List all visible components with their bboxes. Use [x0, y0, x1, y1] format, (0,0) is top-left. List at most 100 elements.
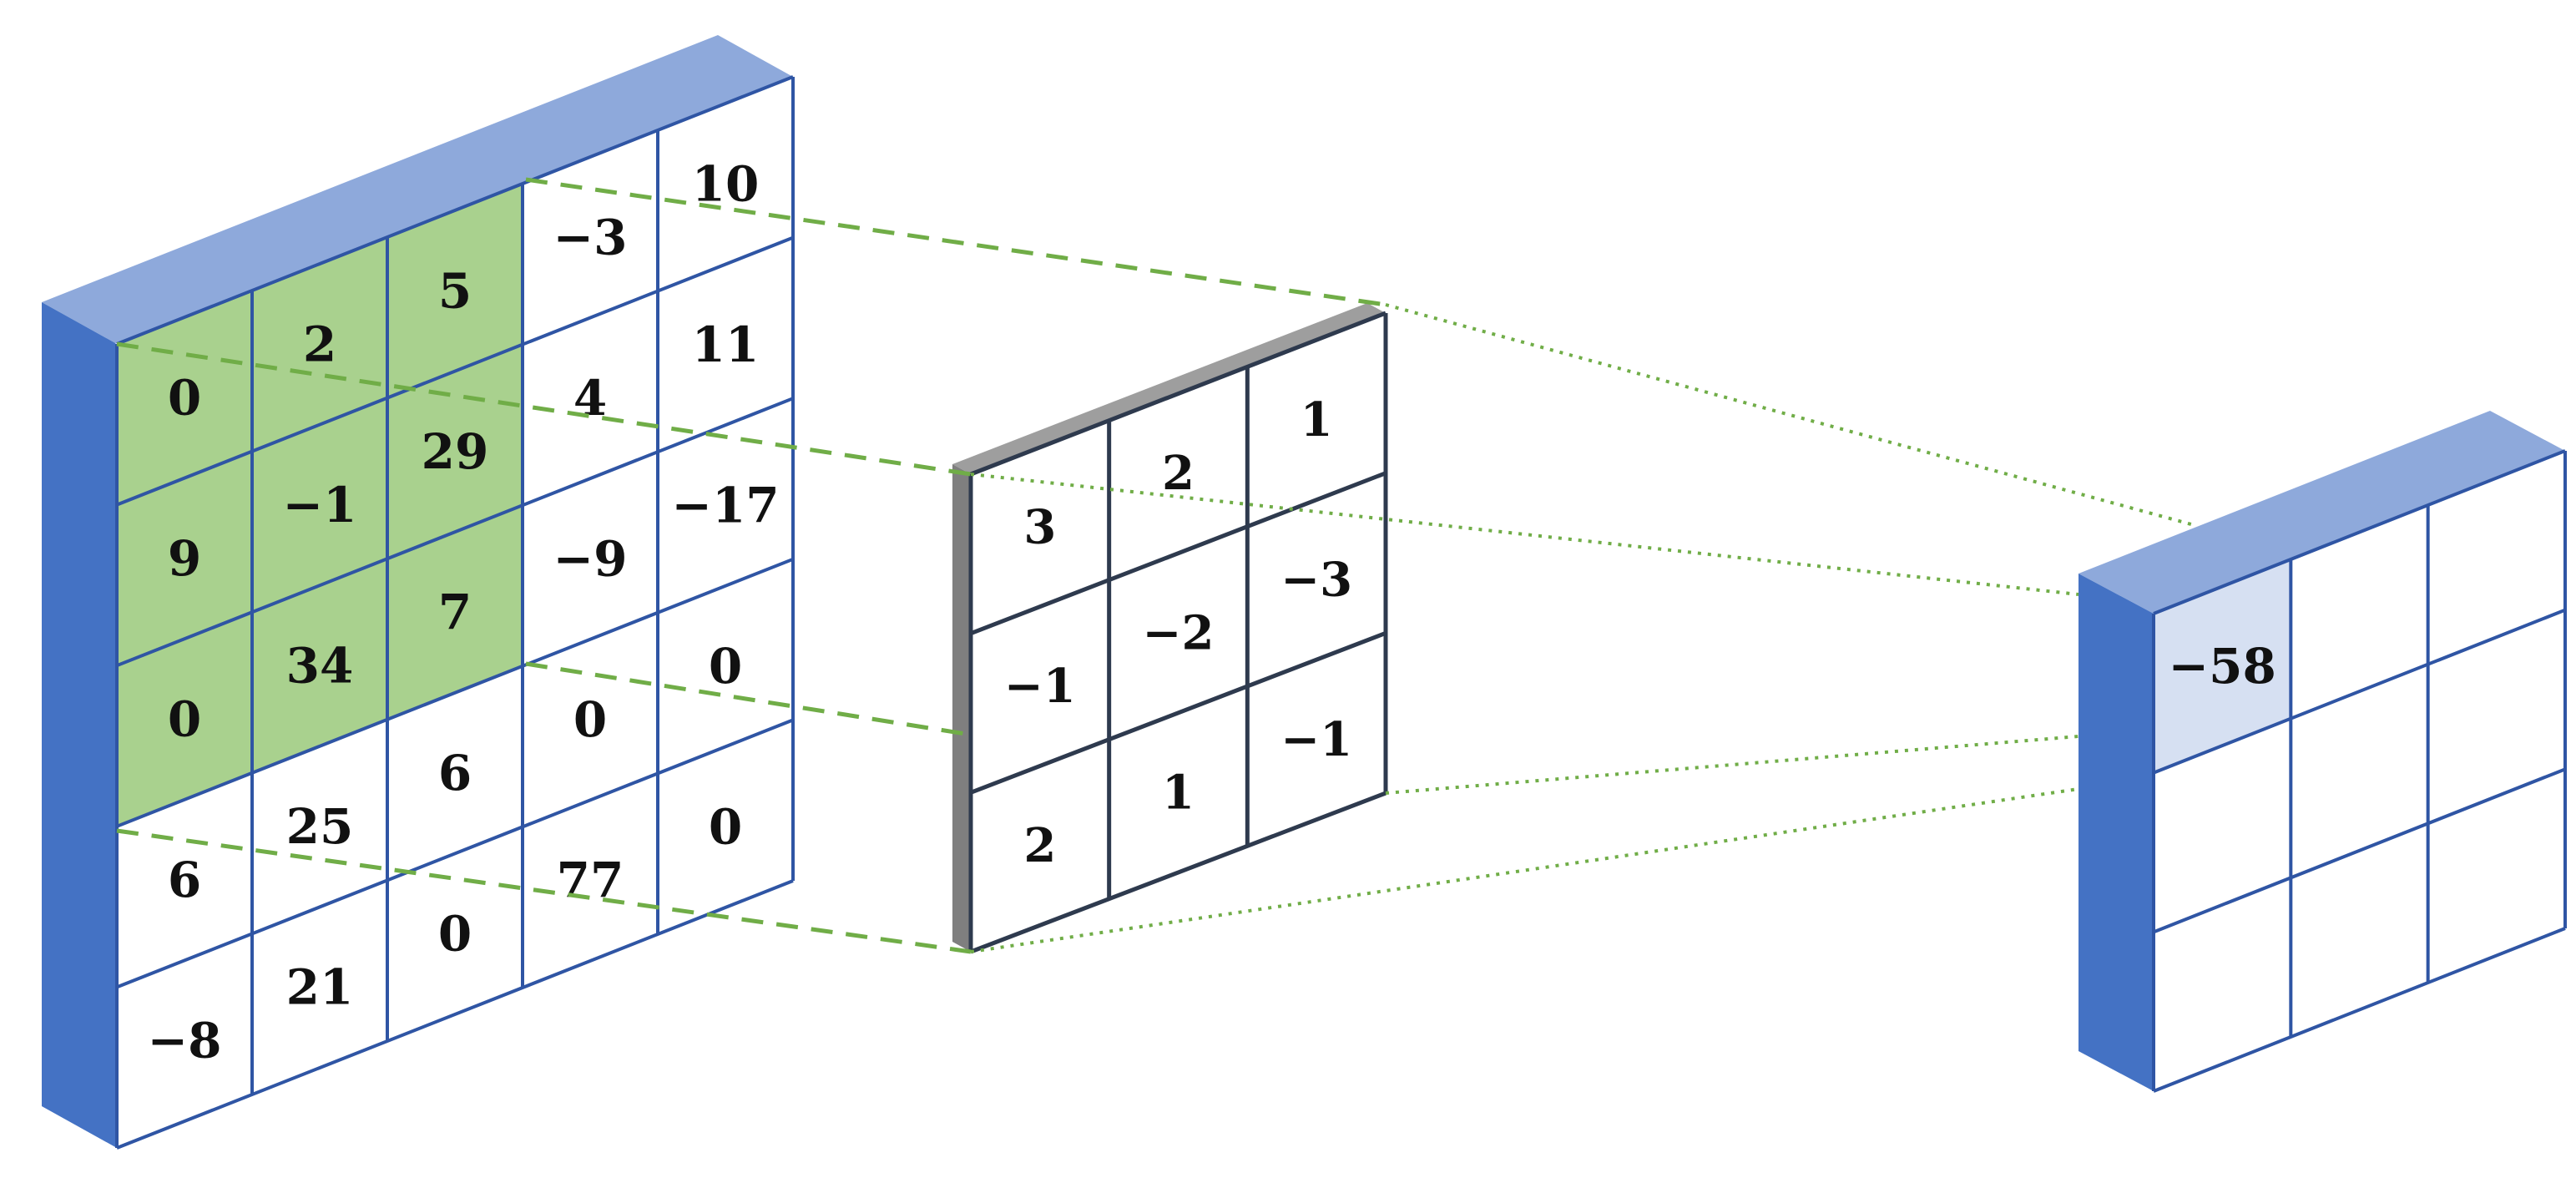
cell-value: 9	[168, 530, 201, 587]
cell-value: 0	[709, 799, 742, 856]
cell-value: −8	[148, 1013, 222, 1069]
dashed-connector	[525, 177, 1386, 307]
cell-value: 3	[1023, 499, 1056, 554]
grid-cell	[2427, 609, 2565, 824]
panel-side-face	[952, 464, 971, 952]
grid-cell	[658, 77, 793, 291]
cell-value: 34	[286, 638, 354, 695]
grid-cell	[971, 420, 1109, 634]
cell-value: 0	[168, 691, 201, 748]
dotted-connector	[1385, 735, 2079, 795]
cell-value: 10	[692, 155, 760, 212]
cell-value: 1	[1162, 765, 1195, 820]
connector-lines	[116, 177, 2192, 954]
grid-cell	[2154, 877, 2291, 1091]
grid-cell	[658, 720, 793, 934]
highlighted-cell	[2154, 559, 2291, 773]
grid-row-line	[970, 630, 1386, 795]
cell-value: −2	[1143, 605, 1215, 660]
grid-cell	[1247, 473, 1386, 686]
grid-row-line	[116, 557, 794, 828]
grid-cell	[2427, 769, 2565, 983]
panel-side-face	[42, 302, 117, 1148]
cell-value: 2	[1023, 818, 1056, 873]
grid-cell	[971, 739, 1109, 952]
grid-cell	[2427, 451, 2565, 665]
grid-row-line	[116, 397, 794, 668]
grid-cell	[523, 291, 658, 506]
grid-row-line	[116, 75, 794, 346]
cell-value: 29	[422, 423, 489, 480]
grid-cell	[523, 130, 658, 345]
cell-value: 21	[286, 959, 354, 1016]
cell-value: 11	[692, 316, 760, 373]
grid-row-line	[970, 791, 1386, 954]
grid-row-line	[2153, 767, 2566, 934]
grid-cell	[1109, 367, 1248, 580]
dotted-connector	[970, 787, 2079, 953]
grid-cell	[658, 559, 793, 774]
cell-value: −1	[1280, 712, 1352, 767]
cell-value: 2	[1162, 446, 1195, 501]
cell-value: −17	[671, 478, 779, 534]
panel-top-face	[42, 35, 793, 344]
grid-cell	[523, 773, 658, 988]
cell-value: 0	[438, 906, 472, 963]
cell-value: −9	[553, 531, 628, 588]
grid-row-line	[116, 879, 794, 1150]
grid-cell	[117, 933, 252, 1148]
panel-side-face	[2078, 574, 2154, 1091]
cell-value: −3	[1280, 552, 1352, 607]
grid-cell	[1247, 633, 1386, 847]
grid-cell	[658, 398, 793, 613]
grid-cell	[2154, 718, 2291, 933]
grid-cell	[117, 772, 252, 988]
cell-value: 0	[709, 638, 742, 695]
cell-value: 7	[438, 584, 472, 641]
cell-value: 25	[286, 798, 354, 855]
cell-value: −3	[553, 209, 628, 265]
panel-top-face	[952, 303, 1386, 474]
grid-cell	[1247, 313, 1386, 527]
cell-value: −1	[283, 477, 357, 533]
grid-cell	[523, 452, 658, 666]
grid-row-line	[970, 311, 1386, 477]
grid-cell	[658, 237, 793, 452]
grid-row-line	[2153, 449, 2566, 615]
cell-value: 5	[438, 262, 472, 319]
grid-cell	[1109, 686, 1248, 899]
dashed-connector	[116, 828, 972, 954]
grid-cell	[2291, 505, 2428, 719]
cell-value: −1	[1004, 659, 1076, 714]
cell-value: 2	[303, 316, 336, 372]
grid-cell	[971, 579, 1109, 793]
grid-cell	[252, 719, 387, 934]
kernel-matrix: 3 2 1 −1 −2 −3 2 1 −1	[952, 303, 1388, 954]
dashed-connector	[116, 341, 972, 477]
grid-cell	[1109, 526, 1248, 740]
dashed-connector	[525, 661, 972, 737]
output-matrix: −58	[2078, 411, 2567, 1093]
grid-row-line	[116, 718, 794, 989]
grid-row-line	[2153, 608, 2566, 775]
panel-top-face	[2078, 411, 2565, 614]
grid-row-line	[2153, 927, 2566, 1093]
cell-value: 1	[1301, 392, 1333, 447]
cell-value: 0	[573, 691, 607, 748]
cell-value: −58	[2169, 638, 2276, 695]
grid-cell	[252, 880, 387, 1095]
grid-cell	[387, 827, 523, 1041]
cell-value: 0	[168, 369, 201, 426]
dotted-connector	[1385, 303, 2192, 526]
grid-cell	[523, 612, 658, 827]
grid-cell	[387, 665, 523, 881]
cell-value: 6	[168, 852, 201, 908]
cell-value: 4	[573, 370, 607, 427]
grid-cell	[2291, 664, 2428, 878]
grid-row-line	[970, 471, 1386, 635]
grid-cell	[2291, 823, 2428, 1037]
grid-row-line	[116, 235, 794, 507]
cell-value: 6	[438, 745, 472, 801]
